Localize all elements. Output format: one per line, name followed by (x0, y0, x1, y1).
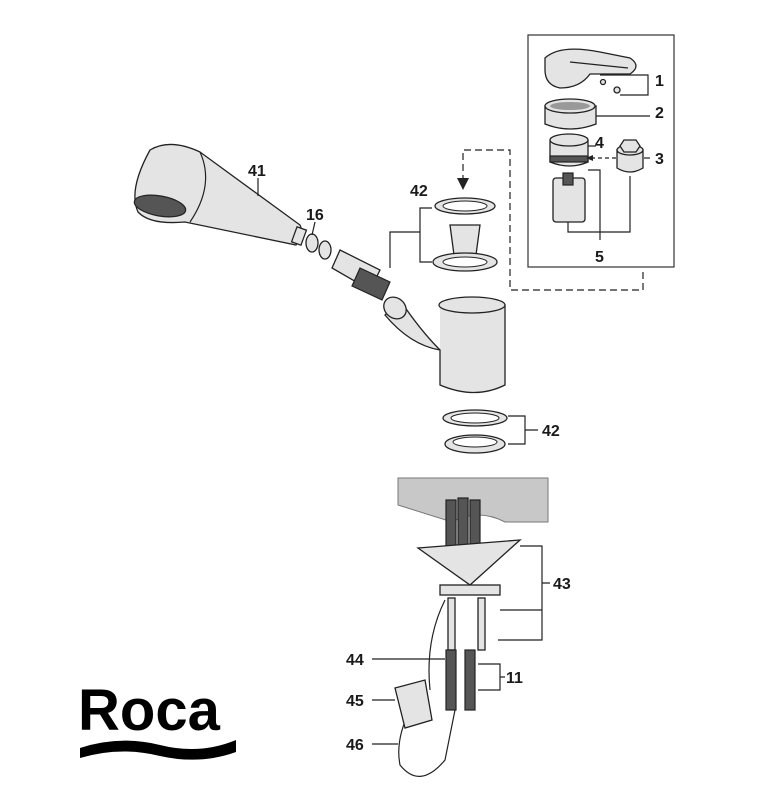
hex-key-tool (616, 139, 644, 173)
callout-42-bottom: 42 (542, 423, 560, 440)
washer-16 (305, 233, 332, 260)
detail-inset-frame (527, 34, 675, 268)
spray-head (133, 143, 308, 247)
cartridge (552, 172, 586, 223)
callout-11: 11 (506, 670, 523, 687)
roca-logo: Roca (78, 678, 236, 760)
mixer-body (383, 296, 506, 394)
callout-45: 45 (346, 693, 364, 710)
adaptor-ring-top (432, 197, 498, 272)
callout-1: 1 (655, 73, 664, 90)
callout-3: 3 (655, 151, 664, 168)
callout-46: 46 (346, 737, 364, 754)
callout-42-top: 42 (410, 183, 428, 200)
callout-43: 43 (553, 576, 571, 593)
cartridge-nut (549, 133, 589, 167)
brand-wordmark: Roca (78, 678, 221, 743)
callout-5: 5 (595, 249, 604, 266)
callout-4: 4 (595, 135, 604, 152)
callout-41: 41 (248, 163, 266, 180)
adaptor-ring-bottom (442, 409, 508, 454)
mounting-kit (394, 497, 522, 777)
callout-16: 16 (306, 207, 324, 224)
lever-handle (544, 48, 637, 94)
hose-connector (331, 249, 391, 301)
dashed-connector-arrow (462, 149, 644, 291)
callout-2: 2 (655, 105, 664, 122)
callout-44: 44 (346, 652, 364, 669)
cap-ring (544, 98, 597, 130)
